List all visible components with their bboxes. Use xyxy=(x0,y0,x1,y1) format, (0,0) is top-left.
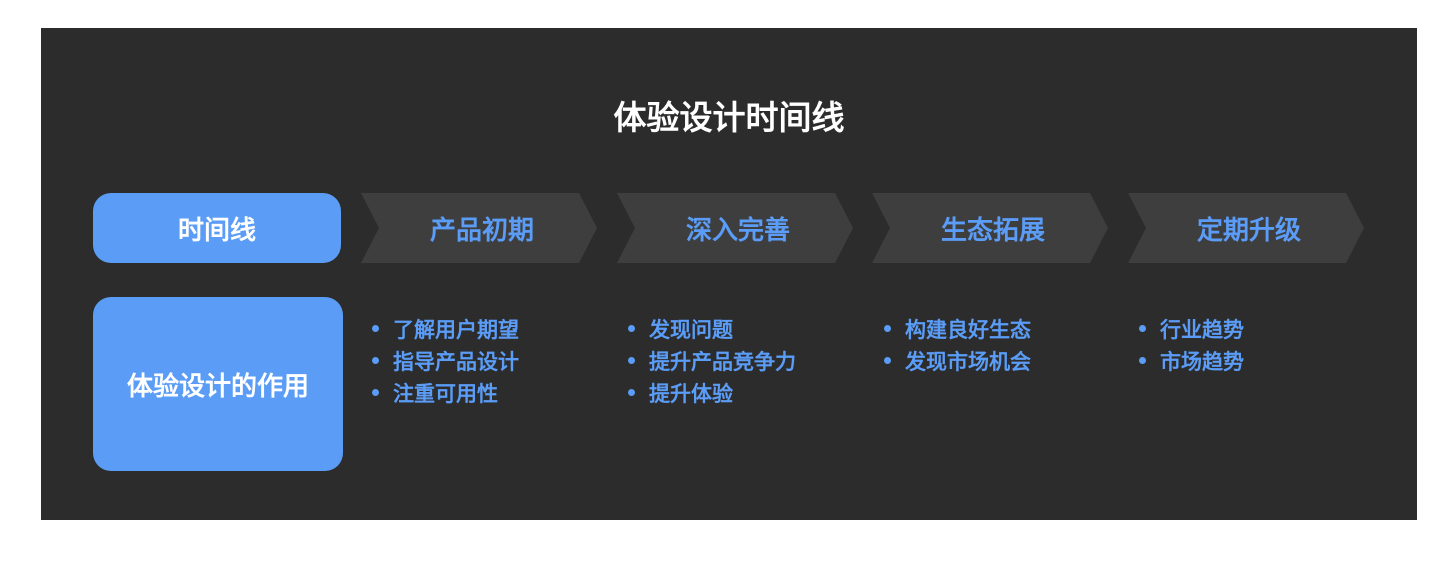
list-item: 发现市场机会 xyxy=(884,346,1031,378)
role-row-label: 体验设计的作用 xyxy=(93,297,343,471)
bullet-icon xyxy=(1139,356,1146,364)
list-item-text: 行业趋势 xyxy=(1160,318,1244,342)
diagram-title: 体验设计时间线 xyxy=(613,98,845,137)
bullet-icon xyxy=(884,324,891,332)
diagram-panel: 体验设计时间线 时间线 体验设计的作用 产品初期 深入完善 生态拓展 定期升级 … xyxy=(41,28,1417,520)
list-item-text: 发现问题 xyxy=(649,318,733,342)
list-item-text: 指导产品设计 xyxy=(393,350,519,374)
list-item-text: 市场趋势 xyxy=(1160,350,1244,374)
bullet-icon xyxy=(628,388,635,396)
list-item: 注重可用性 xyxy=(372,378,519,410)
list-item: 指导产品设计 xyxy=(372,346,519,378)
list-item-text: 了解用户期望 xyxy=(393,318,519,342)
list-item: 了解用户期望 xyxy=(372,314,519,346)
list-item-text: 提升产品竞争力 xyxy=(649,350,796,374)
list-item: 行业趋势 xyxy=(1139,314,1244,346)
stage-chevron-4: 定期升级 xyxy=(1128,193,1364,263)
bullet-icon xyxy=(628,324,635,332)
bullet-icon xyxy=(884,356,891,364)
stage-list-1: 了解用户期望 指导产品设计 注重可用性 xyxy=(372,314,519,410)
list-item: 发现问题 xyxy=(628,314,796,346)
bullet-icon xyxy=(1139,324,1146,332)
list-item-text: 提升体验 xyxy=(649,382,733,406)
list-item-text: 发现市场机会 xyxy=(905,350,1031,374)
stage-list-2: 发现问题 提升产品竞争力 提升体验 xyxy=(628,314,796,410)
list-item: 提升体验 xyxy=(628,378,796,410)
bullet-icon xyxy=(372,356,379,364)
list-item-text: 构建良好生态 xyxy=(905,318,1031,342)
stage-list-3: 构建良好生态 发现市场机会 xyxy=(884,314,1031,378)
stage-list-4: 行业趋势 市场趋势 xyxy=(1139,314,1244,378)
stage-chevron-3: 生态拓展 xyxy=(872,193,1108,263)
timeline-row-label: 时间线 xyxy=(93,193,341,263)
stage-chevron-2: 深入完善 xyxy=(617,193,853,263)
list-item: 市场趋势 xyxy=(1139,346,1244,378)
bullet-icon xyxy=(372,324,379,332)
list-item-text: 注重可用性 xyxy=(393,382,498,406)
bullet-icon xyxy=(628,356,635,364)
bullet-icon xyxy=(372,388,379,396)
list-item: 提升产品竞争力 xyxy=(628,346,796,378)
stage-chevron-1: 产品初期 xyxy=(361,193,597,263)
list-item: 构建良好生态 xyxy=(884,314,1031,346)
